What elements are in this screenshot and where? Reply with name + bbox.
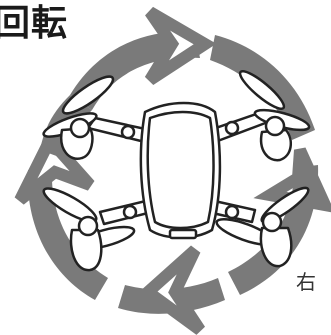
drone-illustration — [42, 69, 311, 272]
page-title: 回転 — [0, 3, 69, 44]
direction-caption: 右 — [296, 270, 316, 294]
